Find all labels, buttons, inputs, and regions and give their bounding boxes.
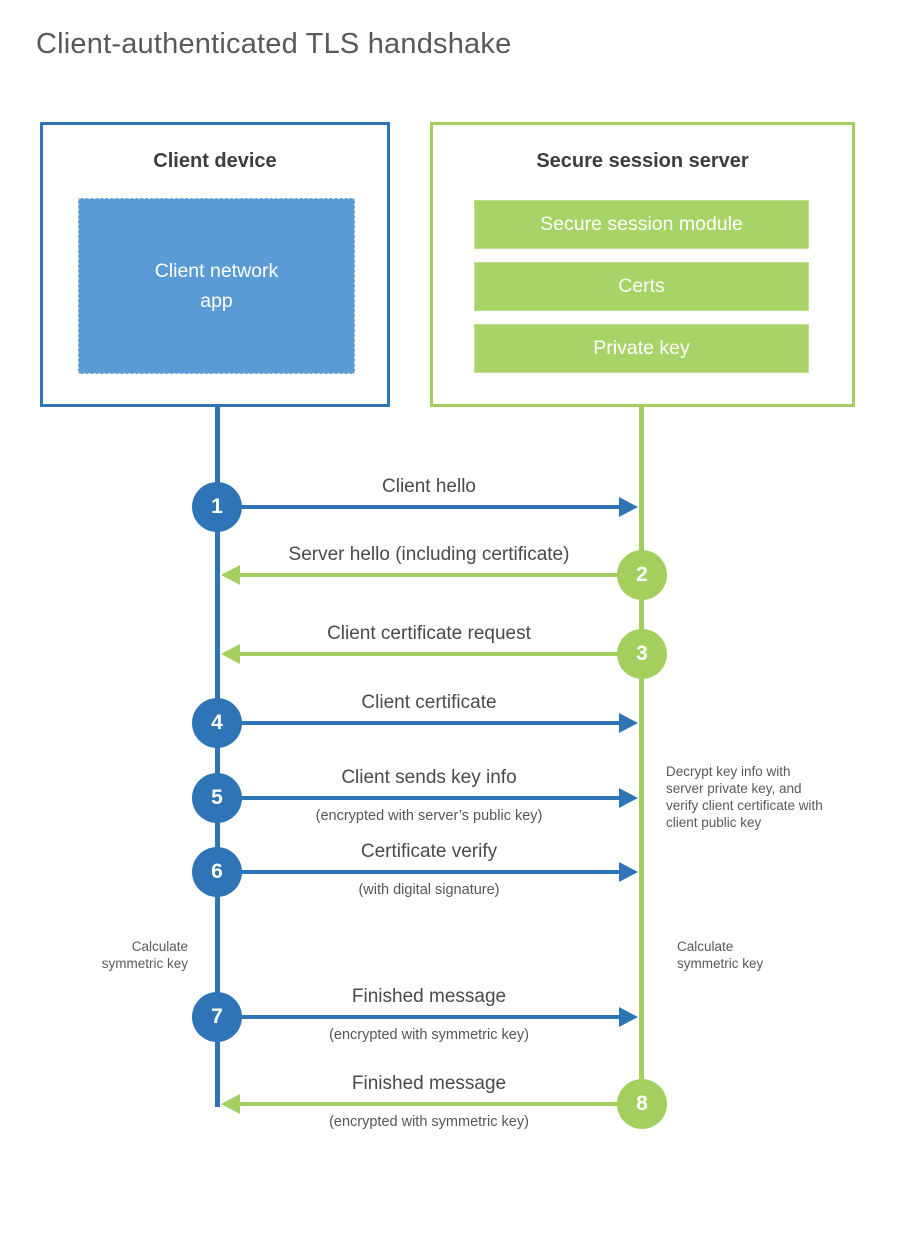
step-3-label: Client certificate request — [327, 623, 531, 644]
step-4-badge: 4 — [192, 698, 242, 748]
client-device-box: Client device Client network app — [40, 122, 390, 407]
secure-session-server-title: Secure session server — [536, 150, 749, 172]
step-4-arrow — [217, 721, 619, 725]
step-1-arrow — [217, 505, 619, 509]
module-private-key: Private key — [474, 324, 809, 373]
step-6-label: Certificate verify — [360, 841, 498, 862]
step-1-arrowhead-icon — [619, 497, 638, 517]
step-1-label: Client hello — [382, 476, 476, 497]
step-3-arrow — [237, 652, 641, 656]
step-1-badge: 1 — [192, 482, 242, 532]
step-7-arrowhead-icon — [619, 1007, 638, 1027]
step-8-badge: 8 — [617, 1079, 667, 1129]
calculate-symmetric-key-server-note: Calculate symmetric key — [677, 939, 764, 971]
step-7-arrow — [217, 1015, 619, 1019]
step-2-badge: 2 — [617, 550, 667, 600]
secure-session-server-box: Secure session server Secure session mod… — [430, 122, 855, 407]
client-device-title: Client device — [153, 150, 277, 172]
step-2-arrow — [237, 573, 641, 577]
step-8-arrowhead-icon — [221, 1094, 240, 1114]
step-4-label: Client certificate — [361, 692, 497, 713]
page-title: Client-authenticated TLS handshake — [36, 28, 512, 60]
server-module-stack: Secure session module Certs Private key — [474, 200, 809, 373]
step-6-badge: 6 — [192, 847, 242, 897]
step-7-label: Finished message — [351, 986, 507, 1007]
decrypt-key-note: Decrypt key info with server private key… — [666, 764, 823, 830]
module-secure-session: Secure session module — [474, 200, 809, 249]
step-5-badge: 5 — [192, 773, 242, 823]
calculate-symmetric-key-client-note: Calculate symmetric key — [101, 939, 188, 971]
step-5-arrow — [217, 796, 619, 800]
step-7-sublabel: (encrypted with symmetric key) — [329, 1027, 529, 1043]
step-3-badge: 3 — [617, 629, 667, 679]
step-5-label: Client sends key info — [341, 767, 517, 788]
step-8-arrow — [237, 1102, 641, 1106]
step-8-sublabel: (encrypted with symmetric key) — [329, 1114, 529, 1130]
step-2-arrowhead-icon — [221, 565, 240, 585]
step-5-sublabel: (encrypted with server’s public key) — [315, 808, 543, 824]
step-6-sublabel: (with digital signature) — [358, 882, 500, 898]
step-4-arrowhead-icon — [619, 713, 638, 733]
step-6-arrowhead-icon — [619, 862, 638, 882]
module-certs: Certs — [474, 262, 809, 311]
server-lifeline — [639, 405, 644, 1105]
client-network-app-node: Client network app — [78, 198, 355, 374]
step-7-badge: 7 — [192, 992, 242, 1042]
client-lifeline — [215, 405, 220, 1107]
step-8-label: Finished message — [351, 1073, 507, 1094]
step-6-arrow — [217, 870, 619, 874]
step-3-arrowhead-icon — [221, 644, 240, 664]
step-5-arrowhead-icon — [619, 788, 638, 808]
step-2-label: Server hello (including certificate) — [288, 544, 570, 565]
